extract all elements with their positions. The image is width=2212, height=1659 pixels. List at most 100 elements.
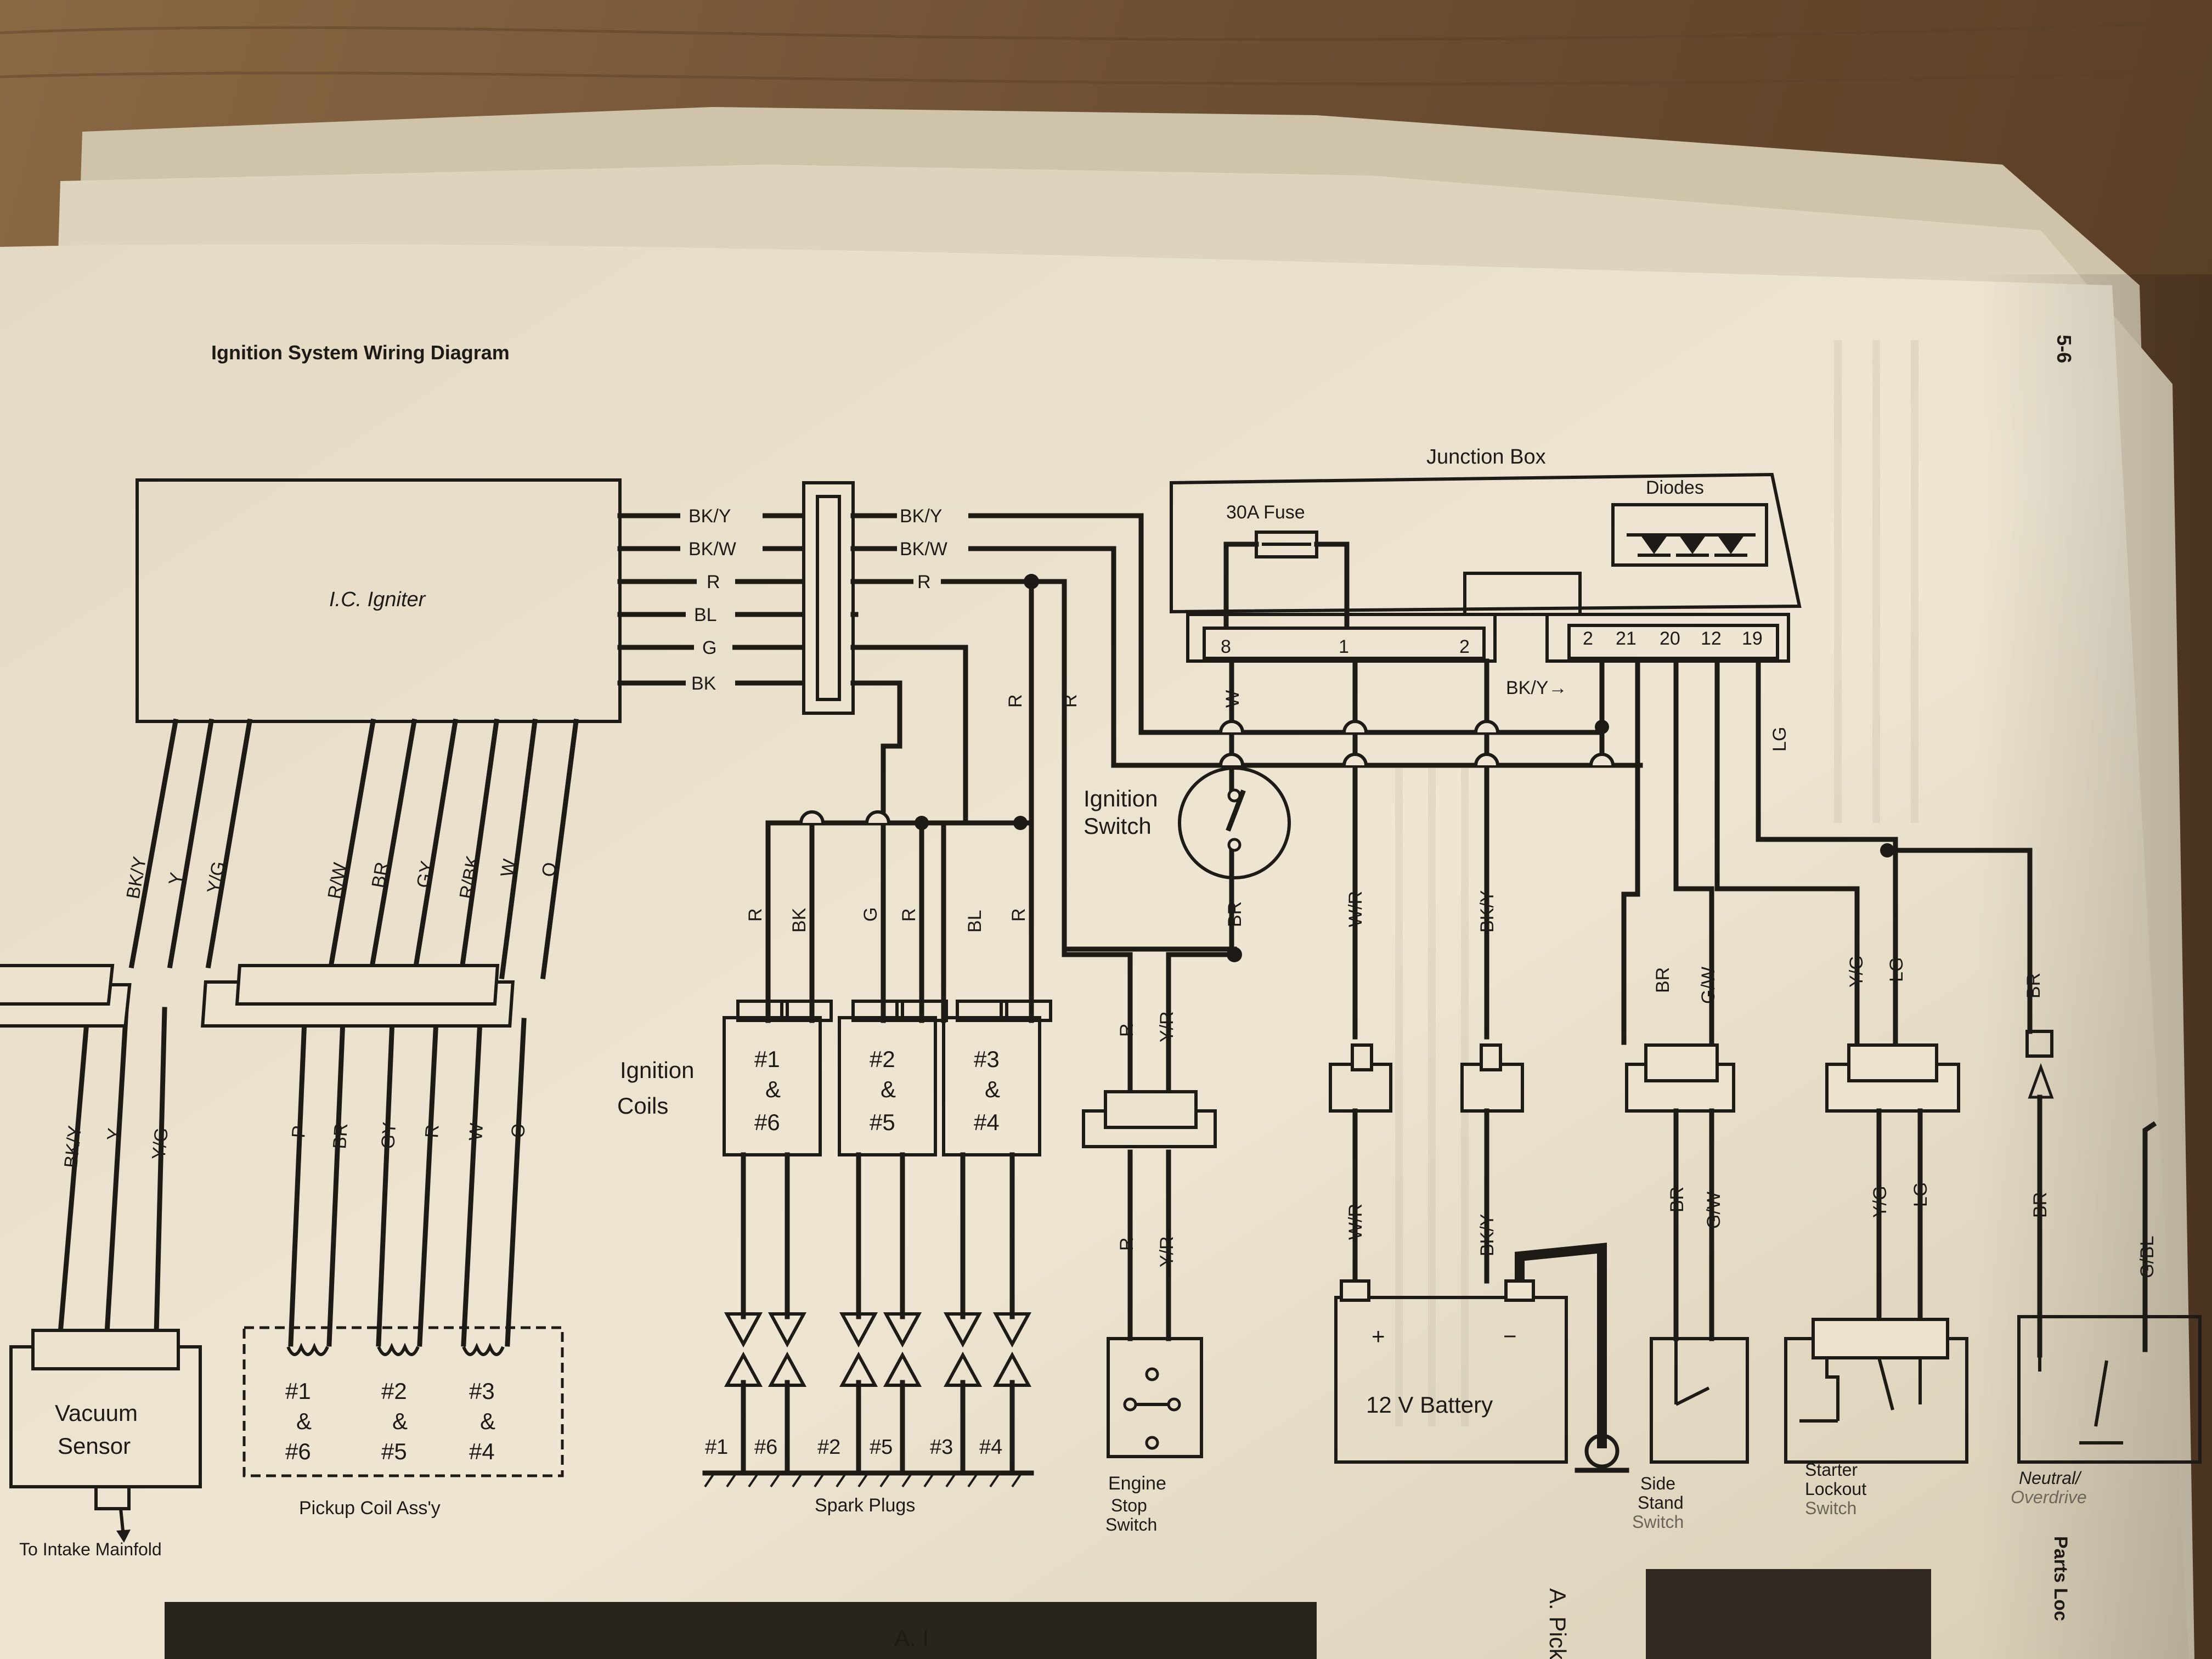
coil-wire-label: R — [899, 908, 919, 922]
terminal-number: 1 — [1339, 636, 1349, 657]
label-bg — [686, 602, 735, 627]
spark-plug-number: #2 — [817, 1436, 840, 1459]
pickup-coil-amp: & — [480, 1408, 495, 1434]
main-connector-inner — [816, 495, 841, 701]
fuse-label: 30A Fuse — [1226, 502, 1305, 523]
pickup-connector-inner — [235, 964, 500, 1006]
neutral-lead — [2142, 1121, 2157, 1152]
coil-num: #6 — [754, 1109, 780, 1135]
battery-leads — [1352, 1108, 1489, 1284]
terminal-number: 20 — [1660, 628, 1680, 649]
vacuum-wire-label: Y/G — [148, 1127, 172, 1161]
vacuum-nipple — [94, 1485, 131, 1510]
starter-connector-inner — [1847, 1043, 1938, 1082]
pickup-wire-label: W — [496, 857, 520, 878]
engine-stop-label-1: Engine — [1108, 1473, 1166, 1494]
label-bg — [694, 635, 732, 659]
neutral-wire-label: BR — [2030, 1192, 2051, 1218]
ignition-switch-label-2: Switch — [1084, 813, 1152, 839]
ignition-switch-circle — [1178, 766, 1291, 879]
spark-plug-number: #1 — [705, 1436, 728, 1459]
pickup-coil-num: #5 — [381, 1438, 407, 1464]
starter-lockout-plug — [1812, 1318, 1949, 1359]
engine-stop-wire-label: Y/R — [1156, 1011, 1177, 1042]
coil-wire-label: BL — [964, 910, 985, 933]
spark-plug-number: #4 — [979, 1436, 1002, 1459]
pickup-coil-num: #3 — [469, 1378, 495, 1404]
neutral-switch-box — [2017, 1315, 2202, 1464]
side-stand-wire-label: BR — [1652, 967, 1673, 993]
label-bg — [897, 504, 968, 528]
battery-wire-label: BK/Y — [1477, 890, 1498, 933]
vacuum-wire-label: BK/Y — [60, 1125, 86, 1169]
corner-text: Parts Loc — [2050, 1536, 2071, 1621]
caption-left: A. I — [894, 1625, 929, 1651]
connector-wire-label: R — [917, 572, 931, 592]
coil-amp: & — [881, 1076, 896, 1102]
relay-block — [1463, 572, 1582, 616]
pickup-coil-num: #4 — [469, 1438, 495, 1464]
spark-gaps — [724, 1312, 1032, 1387]
starter-lockout-wire-label: Y/G — [1870, 1186, 1891, 1218]
ground-terminal — [1584, 1434, 1620, 1469]
vacuum-wire-label: Y — [103, 1127, 125, 1142]
engine-stop-wire-label: R — [1116, 1237, 1137, 1251]
terminal-strip-right-inner — [1567, 624, 1779, 660]
starter-lockout-wire-label: Y/G — [1846, 955, 1867, 988]
ignition-switch-wire: W — [1222, 690, 1243, 708]
pickup-coil-label: Pickup Coil Ass'y — [299, 1498, 441, 1519]
battery-label: 12 V Battery — [1366, 1392, 1493, 1418]
junction-box — [1170, 472, 1802, 614]
label-bg — [913, 569, 941, 594]
coil-feed-label: R — [1060, 694, 1081, 708]
vacuum-sensor-wires — [58, 718, 253, 1336]
terminal-number: 8 — [1221, 636, 1231, 657]
starter-lockout-wire-label: LG — [1910, 1182, 1931, 1207]
engine-stop-wire-label: Y/R — [1156, 1236, 1177, 1267]
battery-ground-strap — [1515, 1243, 1607, 1448]
pickup-coil-amp: & — [392, 1408, 408, 1434]
ignition-coil-1: #1 & #6 — [723, 1000, 833, 1156]
coil-num: #1 — [754, 1046, 780, 1072]
pickup-coil-amp: & — [296, 1408, 312, 1434]
starter-lockout-label-2: Lockout — [1805, 1479, 1866, 1499]
switch-terminal — [1145, 1436, 1159, 1450]
spark-plug-number: #6 — [754, 1436, 777, 1459]
pickup-coil-num: #2 — [381, 1378, 407, 1404]
starter-lockout-leads — [1876, 1108, 1923, 1325]
coil-wire-label: G — [860, 907, 881, 922]
vacuum-connector-inner — [0, 964, 115, 1006]
battery-connector-inner — [1351, 1043, 1373, 1071]
battery-post-plus — [1340, 1279, 1370, 1302]
pickup-wire-label: R — [421, 1124, 443, 1138]
side-stand-connector-inner — [1644, 1043, 1719, 1082]
terminal-strip-right — [1545, 613, 1790, 663]
switch-terminal — [1145, 1367, 1159, 1381]
page-title: Ignition System Wiring Diagram — [211, 341, 510, 364]
pickup-wire-label: GY — [377, 1121, 400, 1150]
terminal-number: 12 — [1701, 628, 1722, 649]
engine-stop-connector-inner — [1104, 1090, 1198, 1129]
side-stand-wire-label: G/W — [1703, 1192, 1724, 1229]
terminal-number: 19 — [1742, 628, 1763, 649]
starter-lockout-internals — [1799, 1357, 1922, 1423]
coil-num: #5 — [870, 1109, 895, 1135]
spark-plug-number: #5 — [870, 1436, 893, 1459]
ignition-switch-label-1: Ignition — [1084, 786, 1158, 811]
terminal-number: 2 — [1583, 628, 1593, 649]
ground-hatch — [704, 1474, 1022, 1488]
wood-grain — [0, 20, 2212, 86]
pickup-wire-label: P — [288, 1125, 309, 1138]
wire-crossings — [799, 810, 890, 823]
battery-plus: + — [1372, 1323, 1385, 1349]
side-stand-leads — [1673, 1108, 1714, 1341]
pickup-wire-label: BR — [368, 860, 393, 889]
engine-stop-label-3: Switch — [1105, 1515, 1157, 1534]
ht-leads — [741, 1152, 1015, 1473]
igniter-wire-label: BK/Y — [689, 506, 731, 527]
battery-wire-label: W/R — [1345, 1204, 1366, 1240]
lg-feed-label: LG — [1769, 727, 1790, 752]
diodes-label: Diodes — [1646, 477, 1704, 498]
terminal-strip-left-inner — [1203, 627, 1486, 660]
